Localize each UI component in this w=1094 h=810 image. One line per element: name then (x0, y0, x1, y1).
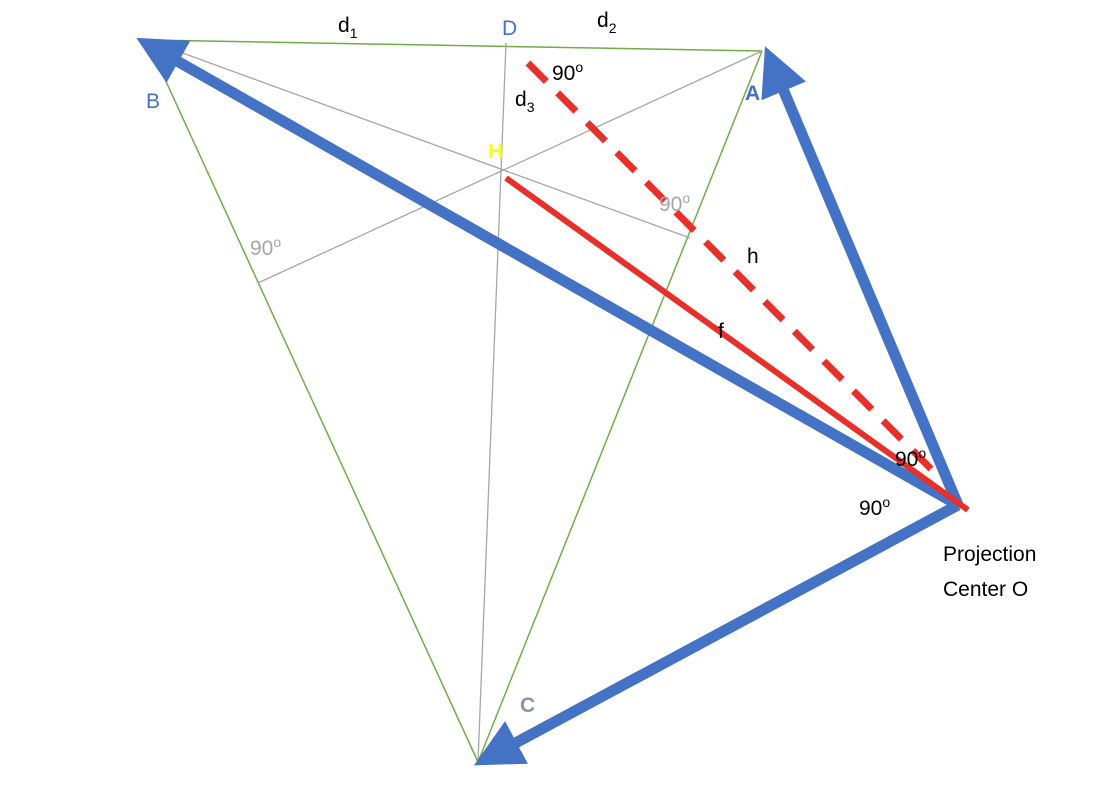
label-A: A (745, 82, 760, 105)
label-angle-left-edge: 90o (250, 234, 281, 260)
label-d1: d1 (338, 14, 358, 41)
label-projection-line2: Center O (943, 578, 1028, 601)
altitude-from-a (257, 50, 763, 284)
label-f: f (718, 320, 724, 343)
label-H: H (488, 140, 503, 163)
vector-ob (136, 37, 961, 510)
label-projection-line1: Projection (943, 543, 1036, 566)
vector-oa (761, 46, 964, 508)
triangle-edge-ac (477, 50, 763, 763)
label-d3: d3 (515, 88, 535, 115)
altitudes (146, 39, 763, 763)
label-d2: d2 (597, 9, 617, 36)
vector-oc (473, 500, 961, 766)
label-C: C (520, 694, 535, 717)
altitude-from-b (146, 39, 691, 239)
height-line-h-dashed (525, 60, 943, 481)
label-angle-center-lower: 90o (859, 494, 890, 520)
focal-line-f (504, 175, 970, 513)
triangle-edge-ba (146, 39, 763, 52)
label-h: h (747, 245, 759, 268)
vectors (136, 37, 964, 766)
label-angle-top: 90o (552, 59, 583, 85)
label-angle-center-upper: 90o (895, 445, 926, 471)
label-B: B (146, 90, 160, 113)
label-D: D (502, 17, 517, 40)
triangle-abc (146, 39, 763, 763)
focal-lines (504, 60, 970, 513)
triangle-edge-bc (146, 39, 479, 763)
labels: d1 D d2 d3 90o B A H 90o 90o h f 90o 90o… (146, 9, 1036, 717)
altitude-from-c (477, 42, 507, 763)
label-angle-right-edge: 90o (659, 190, 690, 216)
